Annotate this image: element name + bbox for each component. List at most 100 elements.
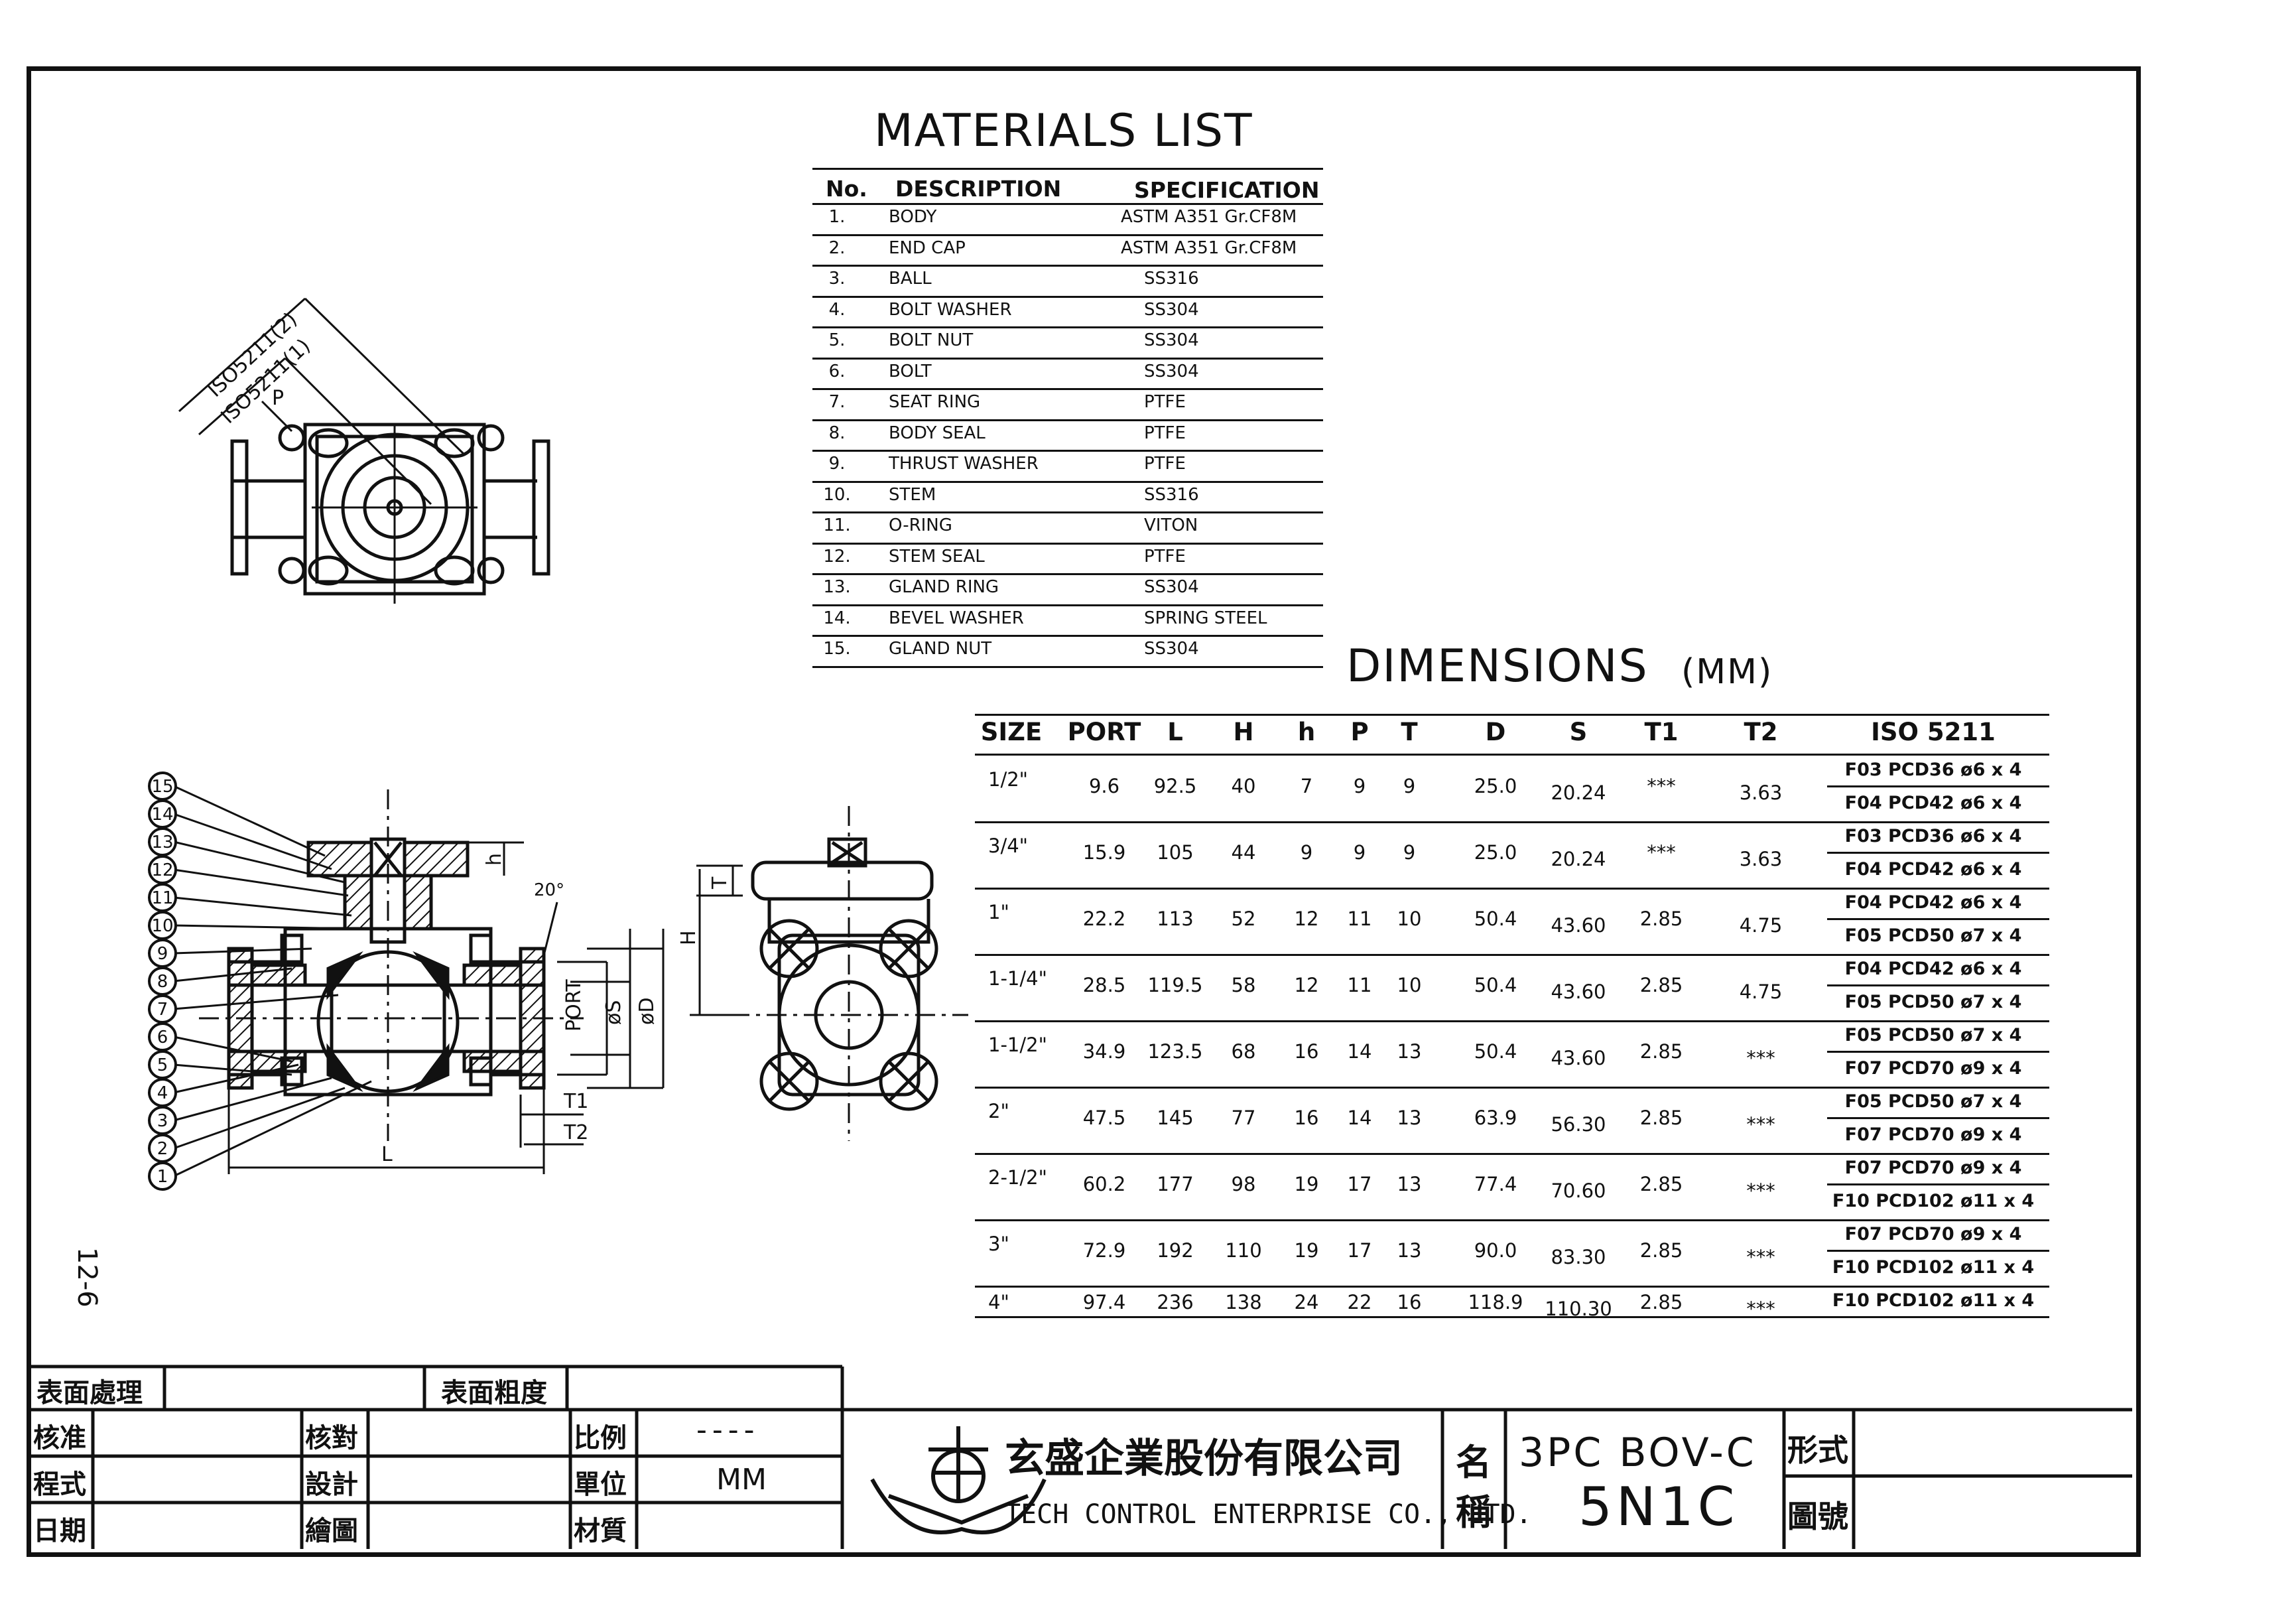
materials-specification: PTFE [1144, 546, 1186, 567]
dimensions-cell: 145 [1157, 1107, 1194, 1129]
label-t2: T2 [563, 1121, 588, 1144]
dimensions-iso5211: F07 PCD70 ø9 x 4 [1844, 1058, 2022, 1079]
materials-no: 7. [828, 392, 846, 412]
materials-no: 14. [823, 608, 851, 628]
dimensions-cell: 20.24 [1551, 848, 1606, 870]
dimensions-iso5211: F07 PCD70 ø9 x 4 [1844, 1224, 2022, 1244]
dimensions-cell: 56.30 [1551, 1113, 1606, 1136]
balloon-number: 6 [157, 1028, 168, 1047]
label-draw: 繪圖 [305, 1515, 358, 1546]
materials-row-rule [812, 480, 1323, 483]
dimensions-cell: 14 [1347, 1040, 1372, 1063]
dimensions-cell: 13 [1397, 1107, 1422, 1129]
dimensions-unit: (MM) [1681, 652, 1773, 692]
dimensions-cell: 50.4 [1474, 907, 1517, 930]
label-p: P [272, 387, 284, 410]
label-date: 日期 [33, 1515, 86, 1546]
materials-row-rule [812, 419, 1323, 421]
dimensions-row-rule [975, 821, 2049, 823]
dimensions-cell: 9 [1403, 841, 1416, 864]
dimensions-cell: 70.60 [1551, 1179, 1606, 1202]
materials-row-rule [812, 604, 1323, 606]
dimensions-cell: 24 [1294, 1291, 1319, 1313]
materials-description: BEVEL WASHER [889, 608, 1024, 628]
dimensions-header-cell: D [1485, 718, 1506, 746]
dimensions-cell: 50.4 [1474, 974, 1517, 996]
iso-sub-rule [1827, 852, 2049, 854]
materials-description: STEM [889, 484, 936, 505]
materials-specification: SS304 [1144, 577, 1199, 597]
dimensions-cell: 43.60 [1551, 914, 1606, 937]
materials-no: 6. [828, 361, 846, 381]
balloon-number: 3 [157, 1111, 168, 1131]
dimensions-cell: 236 [1157, 1291, 1194, 1313]
balloon-number: 1 [157, 1167, 168, 1187]
dimensions-cell: 25.0 [1474, 775, 1517, 797]
dimensions-cell: 113 [1157, 907, 1194, 930]
iso-sub-rule [1827, 1117, 2049, 1119]
dimensions-iso5211: F04 PCD42 ø6 x 4 [1844, 859, 2022, 880]
materials-description: GLAND RING [889, 577, 999, 597]
materials-specification: SS304 [1144, 361, 1199, 381]
top-view [178, 297, 550, 604]
dimensions-iso5211: F07 PCD70 ø9 x 4 [1844, 1124, 2022, 1145]
dimensions-cell: 12 [1294, 974, 1319, 996]
materials-title: MATERIALS LIST [874, 105, 1253, 157]
label-unit: 單位 [574, 1469, 627, 1500]
materials-no: 2. [828, 237, 846, 258]
dimensions-size: 3" [988, 1233, 1009, 1255]
company-name-english: TECH CONTROL ENTERPRISE CO., LTD. [1005, 1499, 1532, 1530]
iso-sub-rule [1827, 918, 2049, 920]
balloon-number: 12 [151, 860, 173, 880]
materials-description: BOLT NUT [889, 330, 974, 350]
dimensions-header-rule [975, 754, 2049, 756]
label-approve: 核准 [33, 1422, 86, 1453]
dimensions-cell: 16 [1294, 1107, 1319, 1129]
balloon-number: 5 [157, 1055, 168, 1075]
materials-specification: SS304 [1144, 639, 1199, 659]
dimensions-cell: 13 [1397, 1040, 1422, 1063]
materials-description: END CAP [889, 237, 966, 258]
label-s: øS [602, 1000, 625, 1025]
dimensions-cell: 12 [1294, 907, 1319, 930]
product-model-line1: 3PC BOV-C [1519, 1430, 1757, 1476]
dimensions-header-cell: ISO 5211 [1871, 718, 1996, 746]
dimensions-cell: 20.24 [1551, 781, 1606, 804]
label-material: 材質 [574, 1515, 627, 1546]
label-surface-roughness: 表面粗度 [441, 1377, 547, 1408]
dimensions-cell: 2.85 [1639, 974, 1683, 996]
dimensions-header-cell: T [1401, 718, 1418, 746]
materials-header-specification: SPECIFICATION [1134, 177, 1320, 203]
dimensions-header-cell: T2 [1744, 718, 1778, 746]
side-view [690, 806, 968, 1141]
dimensions-size: 1/2" [988, 768, 1029, 791]
dimensions-header-cell: L [1167, 718, 1183, 746]
dimensions-row-rule [975, 1316, 2049, 1318]
dimensions-cell: *** [1647, 775, 1676, 797]
dimensions-cell: 13 [1397, 1239, 1422, 1262]
dimensions-cell: 34.9 [1082, 1040, 1126, 1063]
materials-description: BALL [889, 269, 932, 289]
iso-sub-rule [1827, 984, 2049, 986]
balloon-number: 10 [151, 916, 173, 936]
dimensions-cell: 13 [1397, 1173, 1422, 1195]
materials-row-rule [812, 511, 1323, 513]
label-name-2: 稱 [1456, 1491, 1492, 1533]
dimensions-cell: 16 [1397, 1291, 1422, 1313]
materials-no: 11. [823, 515, 851, 535]
dimensions-cell: 60.2 [1082, 1173, 1126, 1195]
dimensions-iso5211: F04 PCD42 ø6 x 4 [1844, 959, 2022, 979]
balloon-circle [148, 1162, 177, 1191]
dimensions-header-cell: h [1297, 718, 1316, 746]
label-form: 程式 [33, 1469, 86, 1500]
dimensions-iso5211: F07 PCD70 ø9 x 4 [1844, 1158, 2022, 1178]
balloon-number: 15 [151, 777, 173, 797]
materials-description: BOLT [889, 361, 932, 381]
dimensions-cell: 7 [1300, 775, 1313, 797]
dimensions-cell: 9 [1353, 841, 1366, 864]
materials-specification: PTFE [1144, 392, 1186, 412]
balloon-number: 7 [157, 1000, 168, 1020]
dimensions-cell: 77.4 [1474, 1173, 1517, 1195]
dimensions-row-rule [975, 1286, 2049, 1288]
